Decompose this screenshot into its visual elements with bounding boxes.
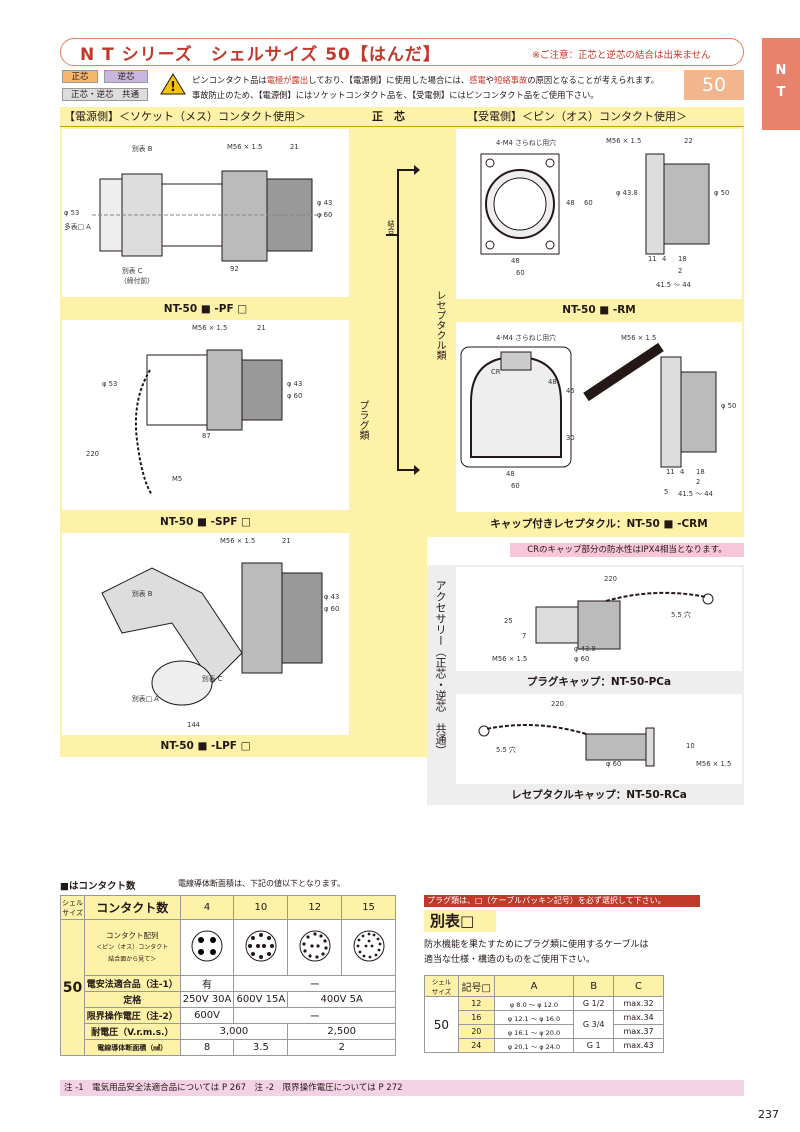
pf-drawing: 別表 B M56 × 1.5 21 φ 53 多表□ A φ 43 φ 60 別… [62, 129, 349, 297]
spf-drawing: M56 × 1.5 21 φ 53 φ 43 φ 60 87 220 M5 [62, 320, 349, 510]
title-frame [60, 38, 744, 66]
accessory-label: アクセサリー（正芯・逆芯 共通） [434, 580, 447, 756]
crm-waterproof-note: CRのキャップ部分の防水性はIPX4相当となります。 [510, 543, 744, 557]
series-tab[interactable]: N T [762, 38, 800, 130]
caption-crm: キャップ付きレセプタクル：NT-50 ■ -CRM [490, 518, 708, 530]
crm-drawing: 4-M4 さらねじ用穴 M56 × 1.5 CR 48 45 30 48 60 … [456, 322, 742, 512]
layout-10-icon [233, 919, 289, 976]
tab-letter-n: N [775, 63, 787, 78]
mating-arrow-icon [386, 165, 420, 475]
cable-red-note: プラグ類は、□（ケーブルパッキン記号）を必ず選択して下さい。 [424, 895, 700, 907]
contacts-note: 電線導体断面積は、下記の値以下となります。 [178, 879, 345, 888]
tab-letter-t: T [776, 85, 786, 100]
caution-note: ※ご注意：正芯と逆芯の結合は出来ません [532, 50, 711, 61]
caption-rca: レセプタクルキャップ：NT-50-RCa [511, 789, 687, 801]
page-title: N T シリーズ シェルサイズ 50【はんだ】 [80, 45, 441, 65]
caption-rm: NT-50 ■ -RM [562, 304, 636, 316]
seishin-head: 正 芯 [350, 107, 427, 127]
caption-pf: NT-50 ■ -PF □ [163, 303, 248, 315]
rca-drawing: 220 5.5 穴 10 φ 60 M56 × 1.5 [456, 694, 742, 784]
caption-pca: プラグキャップ：NT-50-PCa [526, 676, 672, 688]
mating-label: 結合 [387, 220, 395, 234]
caption-lpf: NT-50 ■ -LPF □ [160, 740, 251, 752]
cable-table: シェル サイズ 記号□ A B C 50 12 φ 8.0 ～ φ 12.0 G… [424, 975, 664, 1053]
power-side-head: 【電源側】＜ソケット（メス）コンタクト使用＞ [60, 107, 350, 127]
shell-size-badge: 50 [684, 70, 744, 100]
cable-desc: 防水機能を果たすためにプラグ類に使用するケーブルは 適当な仕様・構造のものをご使… [424, 940, 649, 965]
lpf-drawing: M56 × 1.5 21 別表 B φ 43 φ 60 別表 C 別表□ A 1… [62, 533, 349, 735]
caption-spf: NT-50 ■ -SPF □ [160, 516, 251, 528]
receptacle-label: レセプタクル類 [434, 290, 445, 360]
tag-seishin: 正芯 [62, 70, 98, 83]
rm-drawing: 4-M4 さらねじ用穴 M56 × 1.5 22 48 60 φ 43.8 φ … [456, 129, 742, 299]
footer-note: 注 -1 電気用品安全法適合品については P 267 注 -2 限界操作電圧につ… [60, 1080, 744, 1096]
cable-table-title: 別表□ [424, 910, 496, 932]
page-number: 237 [758, 1108, 779, 1121]
pca-drawing: 220 5.5 穴 25 7 M56 × 1.5 φ 43.8 φ 60 [456, 567, 742, 671]
warning-text: ピンコンタクト品は電極が露出しており、【電源側】に使用した場合には、感電や短絡事… [192, 75, 659, 100]
contacts-title: ■はコンタクト数 [60, 881, 136, 892]
receive-side-head: 【受電側】＜ピン（オス）コンタクト使用＞ [427, 107, 744, 127]
svg-text:!: ! [170, 80, 176, 95]
band-header [60, 107, 744, 127]
layout-12-icon [287, 919, 343, 976]
tag-common: 正芯・逆芯 共通 [62, 88, 148, 101]
warning-icon: ! [160, 73, 186, 95]
contacts-table: シェル サイズ コンタクト数 4 10 12 15 50 コンタクト配列＜ピン（… [60, 895, 396, 1056]
layout-4-icon [179, 919, 235, 976]
plug-label: プラグ類 [357, 400, 368, 440]
layout-15-icon [341, 919, 396, 976]
tag-gyakushin: 逆芯 [104, 70, 148, 83]
